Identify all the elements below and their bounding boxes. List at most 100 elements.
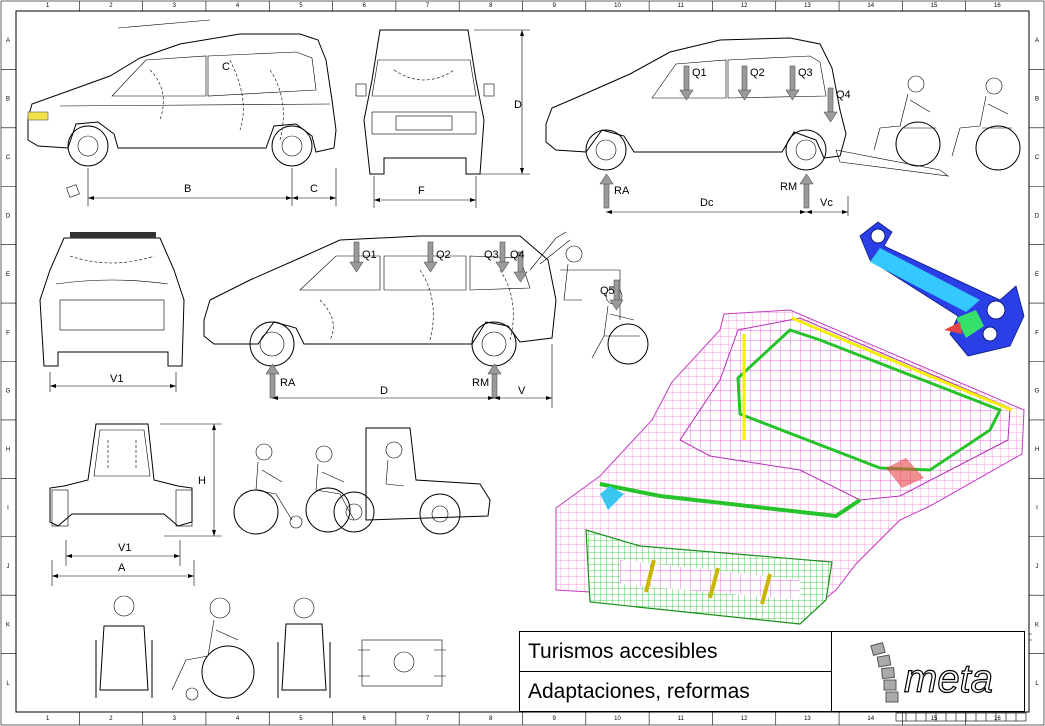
column-index-2-top: 2 [109,3,113,9]
column-index-9-top: 9 [552,3,556,9]
row-index-L-right: L [1035,681,1039,687]
row-index-B-right: B [1035,97,1039,103]
label-ra: RA [614,185,630,197]
drawing-title: Turismos accesibles [520,632,832,672]
van-label-q2: Q2 [436,249,451,261]
scale-bar [895,712,1027,722]
row-index-F-right: F [1035,330,1039,336]
label-q1: Q1 [692,67,707,79]
dim-d: D [514,99,522,111]
column-index-8-bottom: 8 [489,716,493,722]
column-index-13-bottom: 13 [804,716,811,722]
dim-v1-utility: V1 [118,542,131,554]
dim-v1-van: V1 [110,373,123,385]
side-marks [1029,633,1032,641]
dim-c: C [310,183,318,195]
utility-front-view: H V1 A [49,423,222,586]
column-index-6-bottom: 6 [363,716,367,722]
row-index-I-right: I [1036,506,1038,512]
row-index-J-left: J [7,564,10,570]
row-index-G-right: G [1035,389,1040,395]
van-dim-d: D [380,385,388,397]
column-index-10-bottom: 10 [614,716,621,722]
dim-b: B [184,183,191,195]
van-label-rm: RM [472,377,489,389]
row-index-A-left: A [6,38,10,44]
company-logo: meta [832,632,1024,711]
row-index-J-right: J [1036,564,1039,570]
van-label-q3: Q3 [484,249,499,261]
column-index-5-bottom: 5 [299,716,303,722]
car1-ramp-view: Q1 Q2 Q3 Q4 RA RM Dc Vc [545,37,1021,216]
logo-wordmark: meta [904,657,993,701]
van-label-q1: Q1 [362,249,377,261]
van-load-arrows [265,241,624,399]
dim-f: F [418,185,425,197]
load-arrows [599,65,838,209]
row-index-D-right: D [1035,213,1040,219]
column-index-2-bottom: 2 [109,716,113,722]
dim-dc: Dc [700,197,714,209]
row-index-D-left: D [6,213,11,219]
column-index-9-bottom: 9 [552,716,556,722]
dim-vc: Vc [820,197,833,209]
row-index-C-right: C [1035,155,1040,161]
column-index-14-bottom: 14 [867,716,874,722]
van-dim-v: V [518,385,526,397]
row-index-K-right: K [1035,622,1039,628]
label-q2: Q2 [750,67,765,79]
row-index-C-left: C [6,155,11,161]
row-index-E-left: E [6,272,10,278]
row-index-A-right: A [1035,38,1039,44]
column-index-3-bottom: 3 [173,716,177,722]
column-index-15-top: 15 [931,3,938,9]
column-index-13-top: 13 [804,3,811,9]
column-index-7-bottom: 7 [426,716,430,722]
car1-side-view: C B C [27,19,337,206]
van-label-ra: RA [280,377,296,389]
column-index-11-bottom: 11 [678,716,685,722]
dim-h: H [198,475,206,487]
title-block: Turismos accesibles Adaptaciones, reform… [519,631,1025,712]
column-index-1-bottom: 1 [46,716,50,722]
column-index-14-top: 14 [867,3,874,9]
column-index-12-top: 12 [741,3,748,9]
column-index-11-top: 11 [678,3,685,9]
row-index-E-right: E [1035,272,1039,278]
label-rm: RM [780,181,797,193]
logo-vertebrae-icon [870,642,899,703]
label-q3: Q3 [798,67,813,79]
fea-mesh-floor [555,309,1025,625]
column-index: 1122334455667788991010111112121313141415… [46,1,1001,725]
column-index-6-top: 6 [363,3,367,9]
column-index-7-top: 7 [426,3,430,9]
row-index-G-left: G [6,389,11,395]
label-q4: Q4 [836,89,851,101]
fea-bracket [859,221,1025,357]
column-index-1-top: 1 [46,3,50,9]
column-index-10-top: 10 [614,3,621,9]
utility-side-view [233,427,491,535]
column-index-4-bottom: 4 [236,716,240,722]
wheelchair-figures [95,595,446,701]
car1-front-view: D F [355,29,530,208]
drawing-subtitle: Adaptaciones, reformas [520,672,832,712]
column-index-3-top: 3 [173,3,177,9]
column-index-4-top: 4 [236,3,240,9]
column-index-12-bottom: 12 [741,716,748,722]
row-index-H-right: H [1035,447,1039,453]
van-label-q4: Q4 [510,249,525,261]
row-index-H-left: H [6,447,10,453]
van-label-q5: Q5 [600,285,615,297]
column-index-16-top: 16 [994,3,1001,9]
dim-a: A [118,562,126,574]
van-side-view: Q1 Q2 Q3 Q4 Q5 RA RM D V [203,231,649,408]
column-index-8-top: 8 [489,3,493,9]
row-index-B-left: B [6,97,10,103]
column-index-15-bottom: 15 [931,716,938,722]
row-index-L-left: L [6,681,10,687]
van-front-view: V1 [39,232,185,392]
row-index-F-left: F [6,330,10,336]
